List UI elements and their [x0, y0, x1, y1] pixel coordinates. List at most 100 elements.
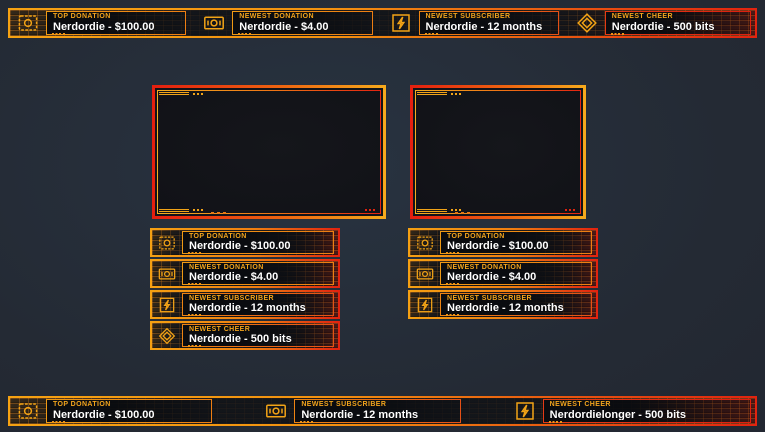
label-title: NEWEST SUBSCRIBER	[301, 401, 387, 408]
corner-ornament	[159, 209, 189, 212]
bottom-bar-label-newest-cheer: NEWEST CHEER Nerdordielonger - 500 bits	[507, 398, 755, 424]
bottom-bar-label-newest-subscriber: NEWEST SUBSCRIBER Nerdordie - 12 months	[258, 398, 506, 424]
dots-ornament	[52, 421, 66, 423]
gem-icon	[158, 327, 176, 344]
dots-ornament	[451, 209, 462, 211]
dots-ornament	[446, 314, 460, 316]
label-title: TOP DONATION	[447, 233, 505, 240]
label-value: Nerdordielonger - 500 bits	[549, 408, 686, 420]
top-bar-label-newest-subscriber: NEWEST SUBSCRIBER Nerdordie - 12 months	[383, 10, 569, 36]
dots-ornament	[610, 33, 625, 35]
dots-ornament	[446, 252, 460, 254]
label-stack-right: TOP DONATION Nerdordie - $100.00 NEWEST …	[408, 228, 598, 321]
label-textbox: NEWEST CHEER Nerdordie - 500 bits	[182, 324, 334, 347]
top-bar-label-newest-donation: NEWEST DONATION Nerdordie - $4.00	[196, 10, 382, 36]
bill-icon	[266, 404, 287, 418]
stack-label-newest-subscriber: NEWEST SUBSCRIBER Nerdordie - 12 months	[150, 290, 340, 319]
label-value: Nerdordie - 12 months	[425, 20, 543, 32]
dots-ornament	[188, 283, 202, 285]
dots-ornament	[188, 345, 202, 347]
bolt-icon	[417, 297, 433, 312]
dots-ornament	[365, 209, 376, 211]
bill-icon	[204, 16, 225, 30]
label-value: Nerdordie - 500 bits	[611, 20, 715, 32]
label-value: Nerdordie - $100.00	[447, 240, 549, 251]
dots-ornament	[193, 209, 204, 211]
label-title: NEWEST DONATION	[239, 13, 314, 20]
label-textbox: NEWEST CHEER Nerdordielonger - 500 bits	[542, 399, 751, 423]
dots-ornament	[548, 421, 563, 423]
cash-icon	[159, 236, 175, 249]
bottom-bar-label-top-donation: TOP DONATION Nerdordie - $100.00	[10, 398, 258, 424]
label-title: NEWEST DONATION	[447, 264, 522, 271]
dots-ornament	[565, 209, 576, 211]
webcam-frame-right	[410, 85, 586, 219]
dots-ornament	[446, 283, 460, 285]
bill-icon	[416, 268, 434, 279]
dots-ornament	[193, 93, 204, 95]
frame-inner-border	[157, 90, 381, 214]
label-title: NEWEST CHEER	[549, 401, 611, 408]
label-textbox: NEWEST SUBSCRIBER Nerdordie - 12 months	[294, 399, 461, 423]
label-title: TOP DONATION	[189, 233, 247, 240]
corner-ornament	[417, 209, 447, 212]
label-textbox: TOP DONATION Nerdordie - $100.00	[440, 231, 592, 254]
label-value: Nerdordie - 12 months	[189, 302, 306, 313]
cash-icon	[18, 403, 38, 419]
stack-label-newest-donation: NEWEST DONATION Nerdordie - $4.00	[408, 259, 598, 288]
label-title: TOP DONATION	[53, 401, 111, 408]
label-title: NEWEST CHEER	[189, 326, 251, 333]
label-value: Nerdordie - $100.00	[53, 20, 155, 32]
cash-icon	[18, 15, 38, 31]
dash-ornament	[211, 212, 230, 214]
stack-label-top-donation: TOP DONATION Nerdordie - $100.00	[408, 228, 598, 257]
label-title: NEWEST SUBSCRIBER	[425, 13, 511, 20]
label-title: NEWEST DONATION	[189, 264, 264, 271]
label-textbox: TOP DONATION Nerdordie - $100.00	[182, 231, 334, 254]
dash-ornament	[455, 212, 474, 214]
cash-icon	[417, 236, 433, 249]
dots-ornament	[238, 33, 253, 35]
corner-ornament	[159, 92, 189, 95]
dots-ornament	[188, 252, 202, 254]
label-stack-left: TOP DONATION Nerdordie - $100.00 NEWEST …	[150, 228, 340, 352]
bolt-icon	[515, 402, 534, 420]
label-title: NEWEST SUBSCRIBER	[189, 295, 274, 302]
label-textbox: NEWEST DONATION Nerdordie - $4.00	[232, 11, 373, 35]
label-value: Nerdordie - 12 months	[447, 302, 564, 313]
gem-icon	[576, 13, 597, 33]
label-textbox: NEWEST DONATION Nerdordie - $4.00	[182, 262, 334, 285]
stack-label-newest-donation: NEWEST DONATION Nerdordie - $4.00	[150, 259, 340, 288]
label-textbox: TOP DONATION Nerdordie - $100.00	[46, 399, 213, 423]
label-title: TOP DONATION	[53, 13, 111, 20]
label-textbox: TOP DONATION Nerdordie - $100.00	[46, 11, 187, 35]
corner-ornament	[417, 92, 447, 95]
label-value: Nerdordie - 12 months	[301, 408, 419, 420]
label-value: Nerdordie - 500 bits	[189, 333, 292, 344]
webcam-frame-left	[152, 85, 386, 219]
dots-ornament	[424, 33, 439, 35]
bottom-bar: TOP DONATION Nerdordie - $100.00 NEWEST …	[8, 396, 757, 426]
top-bar: TOP DONATION Nerdordie - $100.00 NEWEST …	[8, 8, 757, 38]
label-value: Nerdordie - $4.00	[189, 271, 279, 282]
stack-label-top-donation: TOP DONATION Nerdordie - $100.00	[150, 228, 340, 257]
label-title: NEWEST SUBSCRIBER	[447, 295, 532, 302]
label-textbox: NEWEST DONATION Nerdordie - $4.00	[440, 262, 592, 285]
label-value: Nerdordie - $4.00	[447, 271, 537, 282]
label-value: Nerdordie - $100.00	[189, 240, 291, 251]
label-textbox: NEWEST SUBSCRIBER Nerdordie - 12 months	[418, 11, 559, 35]
dots-ornament	[52, 33, 66, 35]
stack-label-newest-subscriber: NEWEST SUBSCRIBER Nerdordie - 12 months	[408, 290, 598, 319]
label-textbox: NEWEST CHEER Nerdordie - 500 bits	[604, 11, 751, 35]
bill-icon	[158, 268, 176, 279]
bolt-icon	[391, 14, 410, 32]
top-bar-label-top-donation: TOP DONATION Nerdordie - $100.00	[10, 10, 196, 36]
top-bar-label-newest-cheer: NEWEST CHEER Nerdordie - 500 bits	[569, 10, 755, 36]
label-textbox: NEWEST SUBSCRIBER Nerdordie - 12 months	[182, 293, 334, 316]
frame-inner-border	[415, 90, 581, 214]
dots-ornament	[188, 314, 202, 316]
stack-label-newest-cheer: NEWEST CHEER Nerdordie - 500 bits	[150, 321, 340, 350]
label-title: NEWEST CHEER	[611, 13, 673, 20]
label-value: Nerdordie - $100.00	[53, 408, 155, 420]
